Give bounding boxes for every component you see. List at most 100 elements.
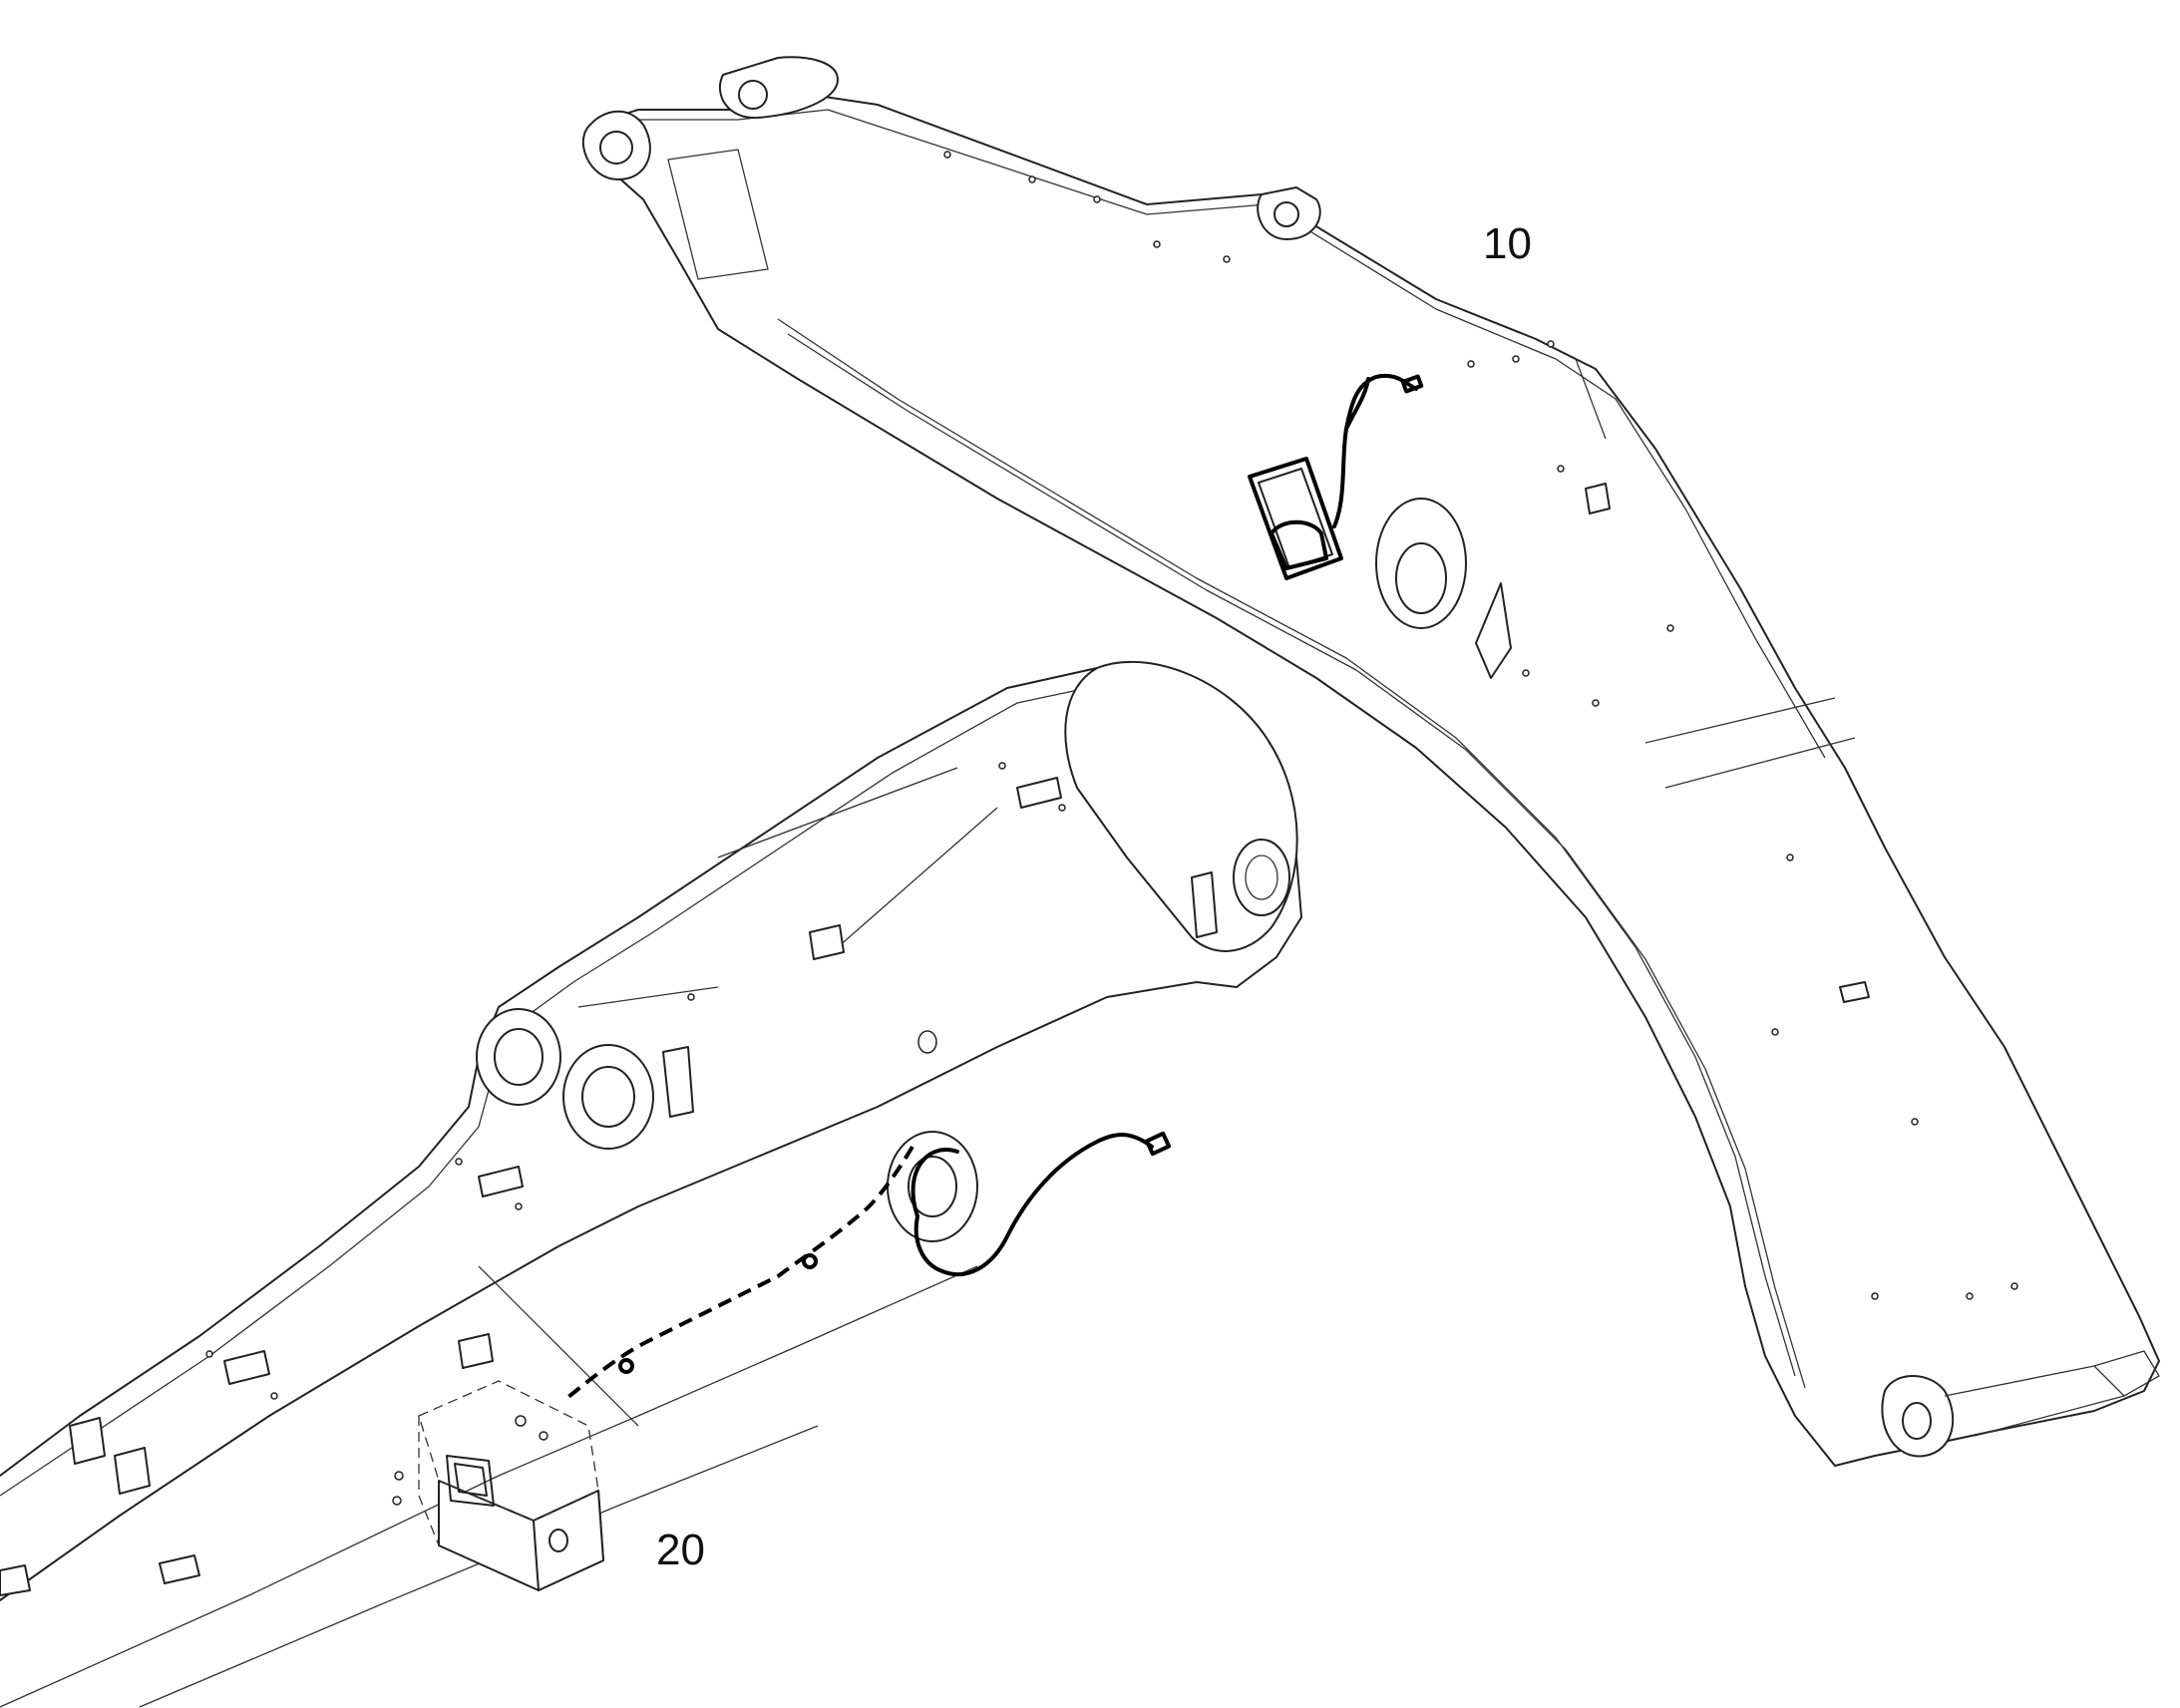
callout-10: 10 <box>1483 219 1532 268</box>
fastener <box>1966 1292 1974 1300</box>
arm-tip-pin-hole <box>599 131 633 165</box>
arm-band-1 <box>1644 697 1836 744</box>
arm-fasteners <box>943 151 2018 1300</box>
fastener <box>1547 340 1555 348</box>
fastener <box>2010 1282 2018 1290</box>
boom-head-bore <box>1233 839 1290 916</box>
boom-diagonal-4 <box>577 986 719 1008</box>
harness-clip <box>618 1358 634 1374</box>
arm-band-2 <box>1664 737 1856 789</box>
bolt <box>539 1431 548 1441</box>
boom-sensor-cable <box>913 1133 1154 1277</box>
fastener <box>1771 1028 1779 1036</box>
harness-clip <box>802 1253 818 1269</box>
control-box-top <box>418 1380 599 1522</box>
fastener <box>1871 1292 1879 1300</box>
arm-mid-bracket <box>1257 186 1321 240</box>
boom-foot-bore <box>908 1156 957 1217</box>
arm-boss <box>1375 498 1467 629</box>
boom-cyl-stop <box>662 1046 694 1118</box>
arm-end-link-2 <box>2093 1350 2160 1397</box>
control-box-window-inner <box>454 1463 488 1497</box>
arm-outline <box>589 95 2160 1467</box>
boom-pad <box>478 1166 524 1197</box>
fastener <box>998 762 1006 770</box>
boom-sensor-assembly <box>392 1131 1172 1591</box>
fastener <box>943 151 951 159</box>
arm-sensor-body <box>1270 519 1328 570</box>
boom-lower-outline <box>0 981 1238 1601</box>
fastener <box>1911 1118 1919 1126</box>
boom-foot-boss <box>887 1131 978 1242</box>
arm-web-window <box>667 149 769 280</box>
arm-mid-bracket-hole <box>1273 201 1299 227</box>
boom-head-bore-inner <box>1245 854 1278 900</box>
fastener <box>1522 669 1530 677</box>
fastener <box>1093 195 1101 203</box>
boom-diagonal-2 <box>837 807 998 948</box>
fastener <box>1153 240 1161 248</box>
boom-sensor-connector <box>1144 1131 1172 1157</box>
arm-end-link <box>1944 1365 2125 1437</box>
arm-sensor-housing <box>1248 457 1343 580</box>
arm-end-bore <box>1902 1402 1932 1440</box>
boom-pad <box>159 1554 200 1584</box>
fastener <box>1467 360 1475 368</box>
boom-cyl-bore-1 <box>494 1028 544 1086</box>
control-box-port <box>548 1529 568 1552</box>
fastener <box>205 1350 213 1358</box>
boom-cyl-bore-2 <box>581 1066 635 1128</box>
boom-assembly <box>0 660 1302 1708</box>
fastener <box>1666 624 1674 632</box>
boom-pad <box>69 1417 106 1465</box>
arm-end-boss <box>1881 1375 1955 1458</box>
boom-grease-fitting <box>917 1030 937 1054</box>
arm-sensor-cable <box>1332 373 1418 528</box>
fastener <box>1223 255 1231 263</box>
boom-pad <box>1016 777 1062 809</box>
arm-boss-bore <box>1395 542 1447 614</box>
boom-head <box>1064 660 1298 952</box>
arm-top-lug <box>718 56 839 120</box>
boom-head-stop <box>1191 871 1218 938</box>
bolt <box>394 1471 404 1481</box>
fastener <box>270 1392 278 1400</box>
boom-pads <box>0 777 1062 1596</box>
boom-pad <box>223 1350 270 1385</box>
fastener <box>1058 804 1066 812</box>
arm-lower-sweep-2 <box>787 333 1806 1389</box>
arm-lower-sweep <box>777 318 1796 1377</box>
boom-fasteners <box>205 762 1066 1400</box>
arm-band-3 <box>1575 358 1607 440</box>
arm-assembly <box>581 56 2160 1467</box>
arm-tab <box>1475 582 1512 679</box>
fastener <box>687 993 695 1001</box>
fastener <box>455 1158 463 1166</box>
harness-dashed-route <box>561 1145 914 1403</box>
arm-pad-2 <box>1839 981 1870 1003</box>
fastener <box>1512 355 1520 363</box>
boom-lower-long-line <box>0 1265 978 1708</box>
arm-top-lug-hole <box>738 80 768 110</box>
arm-top-edge <box>638 109 1826 759</box>
arm-sensor-cover <box>1258 468 1333 569</box>
control-box-bracket <box>418 1416 440 1546</box>
fastener <box>1557 465 1565 473</box>
fastener <box>515 1202 523 1210</box>
arm-tip-clevis <box>581 110 651 180</box>
bolt <box>392 1496 402 1506</box>
boom-diagonal-3 <box>478 1265 639 1427</box>
boom-diagonal-1 <box>717 767 958 858</box>
control-box-bolts <box>392 1415 548 1506</box>
arm-sensor-cable-branch <box>1344 377 1370 431</box>
fastener <box>1592 699 1600 707</box>
control-box-window <box>446 1455 495 1507</box>
arm-pad <box>1585 483 1611 514</box>
arm-sensor-connector <box>1400 374 1424 394</box>
boom-cyl-boss-1 <box>476 1008 561 1106</box>
fastener <box>1786 854 1794 861</box>
boom-pad <box>114 1447 151 1495</box>
boom-sensor-cable-loop <box>910 1148 959 1218</box>
harness-clips <box>618 1253 818 1374</box>
